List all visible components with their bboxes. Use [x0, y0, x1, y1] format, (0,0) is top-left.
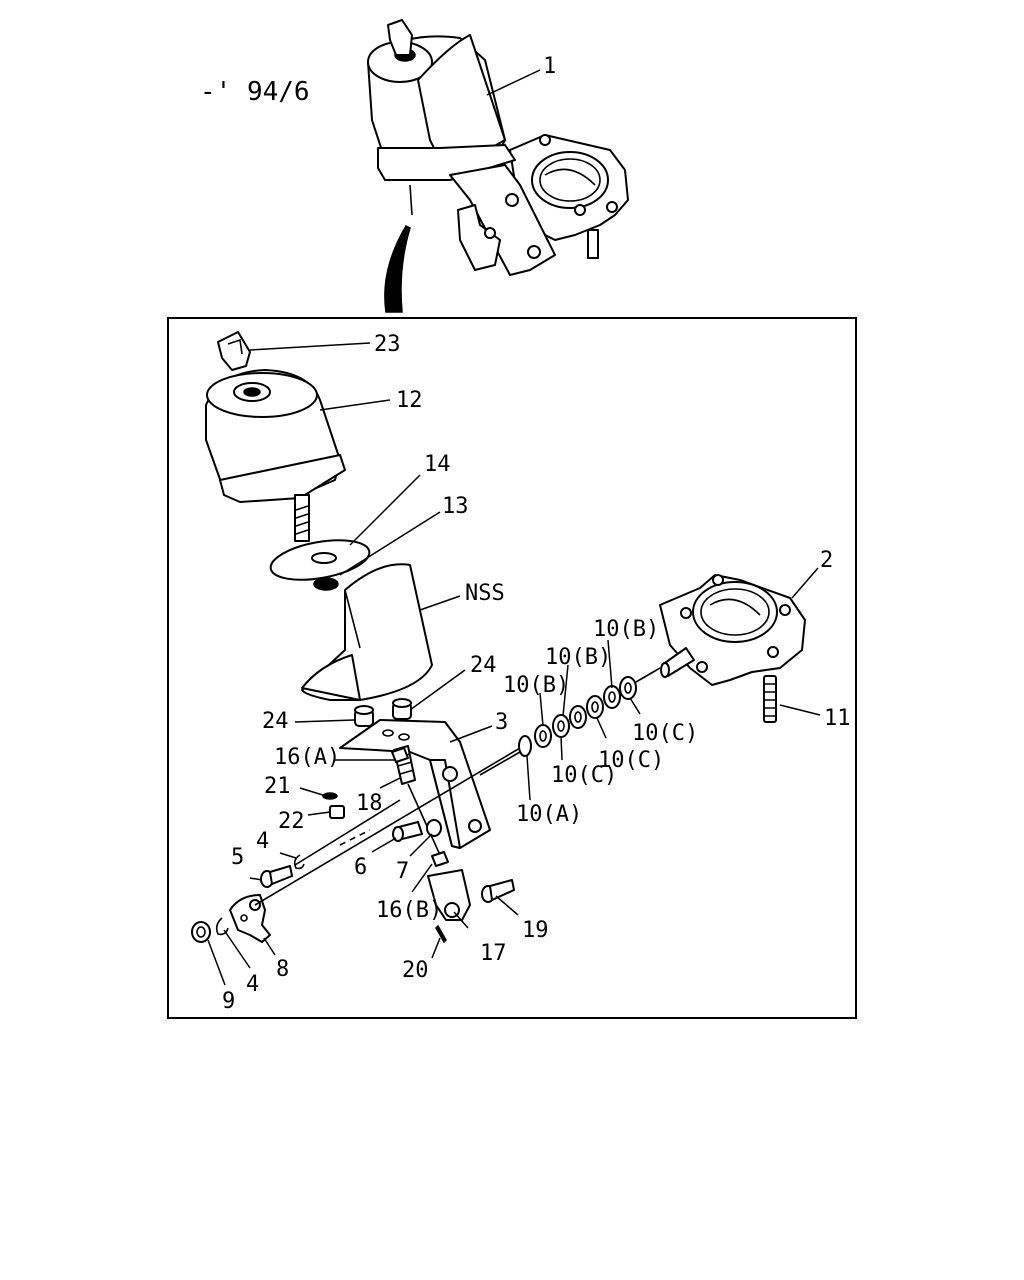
part-10-washers — [518, 676, 637, 757]
part-3-bracket — [339, 719, 491, 849]
part-9-nut — [191, 921, 211, 943]
callout-4-lower: 4 — [246, 972, 259, 997]
callout-16a: 16(A) — [274, 745, 340, 770]
part-24-bushings — [354, 698, 412, 727]
callout-9: 9 — [222, 989, 235, 1014]
callout-8: 8 — [276, 957, 289, 982]
part-16a-nut — [391, 747, 409, 763]
callout-23: 23 — [374, 332, 401, 357]
date-code-label: -' 94/6 — [200, 77, 310, 107]
callout-10a: 10(A) — [516, 802, 582, 827]
nss-heat-shield — [301, 563, 433, 701]
callout-10c-left: 10(C) — [551, 763, 617, 788]
callout-14: 14 — [424, 452, 451, 477]
exploded-view-frame — [167, 317, 857, 1019]
part-7-washer — [426, 819, 442, 837]
callout-13: 13 — [442, 494, 469, 519]
callout-6: 6 — [354, 855, 367, 880]
callout-20: 20 — [402, 958, 429, 983]
callout-11: 11 — [824, 706, 851, 731]
callout-10c-right: 10(C) — [632, 721, 698, 746]
part-16b-nut — [431, 851, 449, 867]
part-4-clip-lower — [215, 917, 229, 936]
part-11-stud — [763, 675, 777, 723]
part-4-clip-upper — [293, 854, 305, 870]
callout-18: 18 — [356, 791, 383, 816]
callout-5: 5 — [231, 845, 244, 870]
callout-labels: 1 23 12 14 13 NSS 24 24 3 16(A) 21 18 22… — [222, 54, 851, 1014]
callout-24-left: 24 — [262, 709, 289, 734]
callout-22: 22 — [278, 809, 305, 834]
callout-10c-mid: 10(C) — [598, 748, 664, 773]
part-22-nut — [329, 805, 345, 819]
part-21-clip — [322, 792, 338, 800]
callout-10b-left: 10(B) — [503, 673, 569, 698]
part-17-clevis — [427, 869, 471, 921]
callout-12: 12 — [396, 388, 423, 413]
part-20-cotter-pin — [435, 924, 447, 944]
callout-21: 21 — [264, 774, 291, 799]
callout-10b-mid: 10(B) — [545, 645, 611, 670]
part-6-bolt — [392, 821, 423, 842]
part-14-plate — [269, 539, 371, 581]
callout-2: 2 — [820, 548, 833, 573]
callout-1: 1 — [543, 54, 556, 79]
part-23-connector — [217, 331, 251, 371]
callout-10b-right: 10(B) — [593, 617, 659, 642]
part-13-nut — [313, 577, 339, 591]
callout-16b: 16(B) — [376, 898, 442, 923]
callout-4-upper: 4 — [256, 829, 269, 854]
callout-3: 3 — [495, 710, 508, 735]
callout-17: 17 — [480, 941, 507, 966]
callout-nss: NSS — [465, 581, 505, 606]
callout-19: 19 — [522, 918, 549, 943]
part-5-bolt — [260, 865, 293, 888]
leader-lines — [207, 69, 821, 986]
part-2-throttle-body — [659, 574, 806, 686]
part-8-lever — [229, 894, 271, 943]
part-12-actuator-canister — [205, 369, 346, 542]
callout-7: 7 — [396, 859, 409, 884]
part-19-pin — [481, 879, 515, 903]
callout-24-right: 24 — [470, 653, 497, 678]
assembled-actuator-illustration — [367, 19, 629, 313]
